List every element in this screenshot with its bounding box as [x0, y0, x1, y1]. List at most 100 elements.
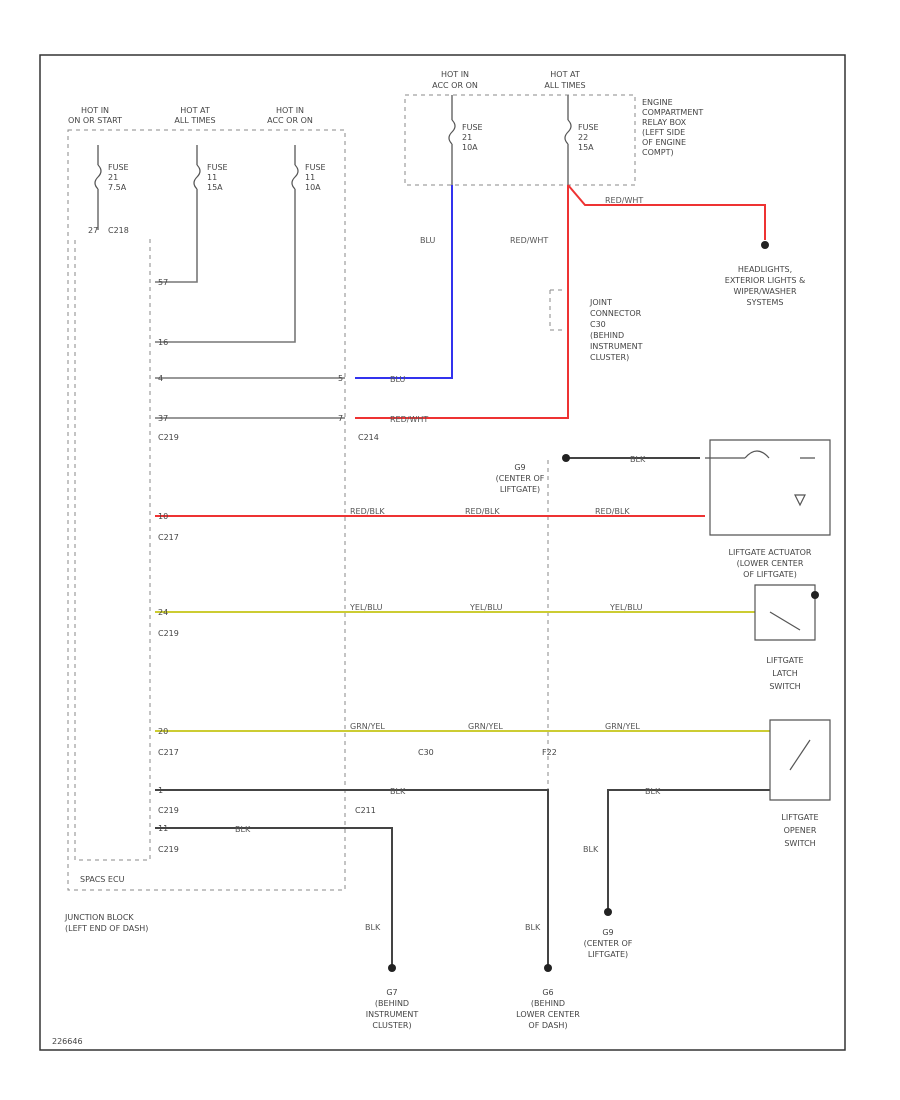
wire-grn-yel-label-2: GRN/YEL	[468, 722, 503, 731]
connector-c211: C211	[355, 806, 376, 815]
liftgate-actuator-switch	[705, 450, 815, 459]
hot-state-1: ON OR START	[68, 116, 122, 125]
fuse-1-rating: 7.5A	[108, 183, 127, 192]
wire-red-headlights	[567, 184, 766, 240]
ground-g9-top-label-1: G9	[514, 463, 525, 472]
fuse-5	[564, 95, 572, 185]
junction-block-outline	[67, 129, 346, 891]
wire-grn-yel-label-1: GRN/YEL	[350, 722, 385, 731]
figure-id: 226646	[52, 1037, 83, 1046]
relay-box-label-5: OF ENGINE	[642, 138, 686, 147]
headlights-label-2: EXTERIOR LIGHTS &	[725, 276, 805, 285]
latch-switch-label-2: LATCH	[772, 669, 798, 678]
hot-state-2: ALL TIMES	[174, 116, 215, 125]
fuse-2-number: 11	[207, 173, 217, 182]
hot-state-3: ACC OR ON	[267, 116, 313, 125]
ground-g9-top-label-2: (CENTER OF	[496, 474, 545, 483]
hot-label-5: HOT AT	[550, 70, 580, 79]
connector-c214: C214	[358, 433, 379, 442]
fuse-4-rating: 10A	[462, 143, 478, 152]
latch-switch-label-3: SWITCH	[769, 682, 800, 691]
wire-blk-label-1: BLK	[390, 787, 406, 796]
pin-57: 57	[158, 278, 168, 287]
ground-g9-bottom-label-3: LIFTGATE)	[588, 950, 628, 959]
wire-blk-label-6: BLK	[583, 845, 599, 854]
fuse-1-number: 21	[108, 173, 118, 182]
ground-g9-bottom-dot	[604, 908, 612, 916]
connector-f22: F22	[542, 748, 557, 757]
wire-blk-g7	[155, 827, 393, 965]
joint-connector-label-1: JOINT	[589, 298, 612, 307]
connector-c219-1: C219	[158, 433, 179, 442]
joint-connector-outline	[549, 289, 565, 331]
fuse-3	[155, 145, 299, 343]
headlights-label-4: SYSTEMS	[747, 298, 784, 307]
hot-label-1: HOT IN	[81, 106, 109, 115]
latch-switch-box	[754, 584, 816, 641]
wire-red-wht-label-2: RED/WHT	[510, 236, 548, 245]
liftgate-actuator-label-2: (LOWER CENTER	[737, 559, 804, 568]
latch-switch-ground-dot	[811, 591, 819, 599]
ground-g9-top-dot	[562, 454, 570, 462]
headlights-label-1: HEADLIGHTS,	[738, 265, 792, 274]
pin-4: 4	[158, 374, 163, 383]
ground-g9-bottom-label-1: G9	[602, 928, 613, 937]
pin-16: 16	[158, 338, 168, 347]
ground-g6-label-1: G6	[542, 988, 553, 997]
fuse-1	[94, 145, 102, 230]
connector-c219-3: C219	[158, 806, 179, 815]
pin-5: 5	[338, 374, 343, 383]
ground-g6-label-3: LOWER CENTER	[516, 1010, 580, 1019]
joint-connector-label-5: INSTRUMENT	[590, 342, 643, 351]
wire-blk-label-7: BLK	[630, 455, 646, 464]
wire-red-blk-label-2: RED/BLK	[465, 507, 500, 516]
fuse-5-label: FUSE	[578, 123, 599, 132]
liftgate-actuator-motor	[794, 494, 806, 507]
ground-g6-label-4: OF DASH)	[528, 1021, 567, 1030]
junction-block-label-1: JUNCTION BLOCK	[64, 913, 134, 922]
ground-g7-label-1: G7	[386, 988, 397, 997]
headlights-label-3: WIPER/WASHER	[733, 287, 796, 296]
joint-connector-label-6: CLUSTER)	[590, 353, 629, 362]
wire-blu	[355, 185, 453, 379]
relay-box-label-4: (LEFT SIDE	[642, 128, 685, 137]
ground-g7-label-2: (BEHIND	[375, 999, 409, 1008]
wire-yel-blu-label-3: YEL/BLU	[609, 603, 643, 612]
joint-connector-label-4: (BEHIND	[590, 331, 624, 340]
fuse-2-rating: 15A	[207, 183, 223, 192]
wire-yel-blu-label-1: YEL/BLU	[349, 603, 383, 612]
pin-37: 37	[158, 414, 168, 423]
connector-c218-top: C218	[108, 226, 129, 235]
wire-blk-label-2: BLK	[525, 923, 541, 932]
fuse-2-label: FUSE	[207, 163, 228, 172]
hot-state-5: ALL TIMES	[544, 81, 585, 90]
junction-block-label-2: (LEFT END OF DASH)	[65, 924, 148, 933]
wire-grn-yel-label-3: GRN/YEL	[605, 722, 640, 731]
opener-switch-box	[769, 719, 831, 801]
connector-c219-4: C219	[158, 845, 179, 854]
fuse-1-label: FUSE	[108, 163, 129, 172]
ground-g9-top-label-3: LIFTGATE)	[500, 485, 540, 494]
wire-blk-label-5: BLK	[645, 787, 661, 796]
opener-switch-label-1: LIFTGATE	[781, 813, 818, 822]
pin-7: 7	[338, 414, 343, 423]
opener-switch-label-3: SWITCH	[784, 839, 815, 848]
relay-box-label-1: ENGINE	[642, 98, 673, 107]
liftgate-actuator-label-3: OF LIFTGATE)	[743, 570, 797, 579]
relay-box-label-3: RELAY BOX	[642, 118, 687, 127]
opener-switch-contact	[789, 739, 811, 771]
relay-box-label-6: COMPT)	[642, 148, 674, 157]
spacs-ecu-outline	[74, 235, 151, 861]
wire-red-blk-label-1: RED/BLK	[350, 507, 385, 516]
connector-c217-1: C217	[158, 533, 179, 542]
connector-c30: C30	[418, 748, 434, 757]
hot-label-3: HOT IN	[276, 106, 304, 115]
latch-switch-label-1: LIFTGATE	[766, 656, 803, 665]
wire-red-wht	[355, 185, 569, 419]
ground-g9-bottom-label-2: (CENTER OF	[584, 939, 633, 948]
connector-c217-2: C217	[158, 748, 179, 757]
diagram-frame	[39, 54, 846, 1051]
liftgate-actuator-box	[709, 439, 831, 536]
fuse-4-number: 21	[462, 133, 472, 142]
